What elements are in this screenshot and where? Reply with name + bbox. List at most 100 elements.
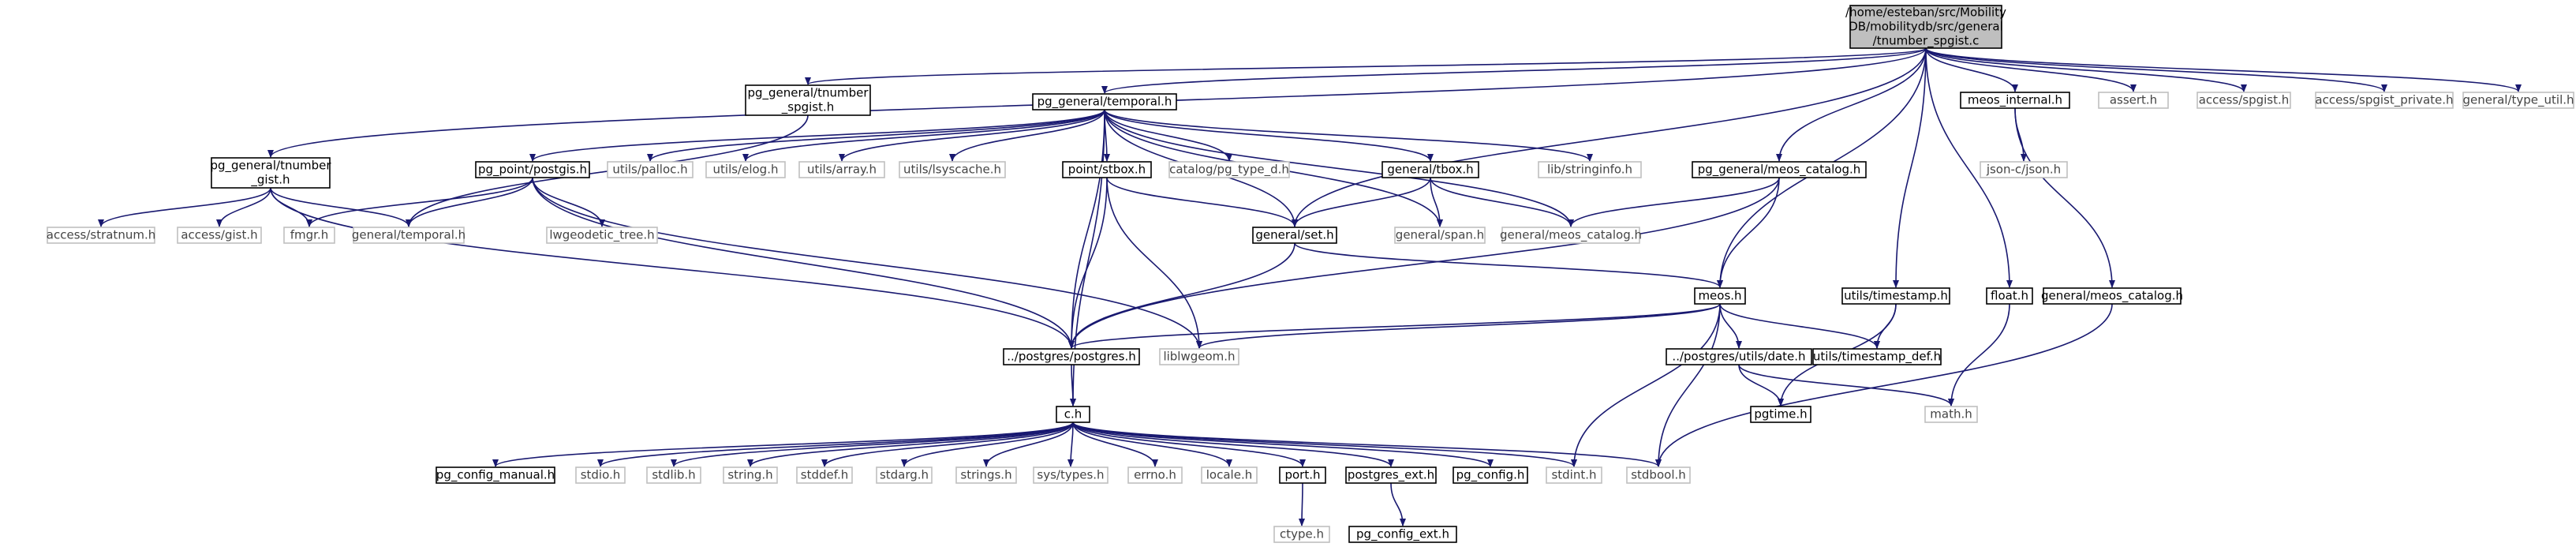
node-postgres-utils-date-h[interactable]: ../postgres/utils/date.h (1666, 348, 1812, 365)
node-label: general/temporal.h (352, 228, 465, 242)
node-c-h[interactable]: c.h (1056, 406, 1090, 423)
node-label: access/spgist.h (2199, 93, 2290, 107)
edge-root-to-pg-general-meos-catalog-h (1776, 47, 1927, 162)
node-box (1986, 287, 2033, 305)
node-label: stdlib.h (652, 468, 695, 482)
node-box (575, 466, 626, 484)
node-label: strings.h (960, 468, 1011, 482)
node-meos-h[interactable]: meos.h (1694, 287, 1746, 305)
node-box (436, 466, 555, 484)
node-box (1345, 466, 1437, 484)
node-catalog-pg-type-d-h: catalog/pg_type_d.h (1168, 161, 1290, 178)
node-box (899, 161, 1006, 178)
node-access-stratnum-h: access/stratnum.h (47, 227, 155, 244)
node-pg-config-manual-h[interactable]: pg_config_manual.h (436, 466, 555, 484)
node-label: ../postgres/postgres.h (1007, 350, 1136, 364)
node-label: access/spgist_private.h (2315, 93, 2453, 108)
node-meos-internal-h[interactable]: meos_internal.h (1960, 92, 2070, 109)
node-ctype-h: ctype.h (1273, 526, 1330, 543)
node-label: access/gist.h (181, 228, 257, 242)
node-box (1666, 348, 1812, 365)
node-pg-config-h[interactable]: pg_config.h (1453, 466, 1528, 484)
edge-general-tbox-h-to-general-meos-catalog-h-a (1430, 177, 1574, 227)
edge-c-h-to-locale-h (1072, 421, 1232, 467)
node-label: stdbool.h (1631, 468, 1686, 482)
node-pgtime-h[interactable]: pgtime.h (1750, 406, 1811, 423)
node-label: _gist.h (250, 173, 290, 188)
node-box (1394, 227, 1486, 244)
node-label: /tnumber_spgist.c (1873, 34, 1980, 49)
node-box (353, 227, 465, 244)
node-label: liblwgeom.h (1163, 350, 1235, 364)
edge-postgres-ext-h-to-pg-config-ext-h (1390, 482, 1406, 526)
node-label: point/stbox.h (1068, 163, 1146, 177)
node-label: pg_general/temporal.h (1038, 95, 1172, 110)
node-pg-general-temporal-h[interactable]: pg_general/temporal.h (1032, 93, 1177, 111)
node-label: lib/stringinfo.h (1547, 163, 1632, 177)
edge-point-stbox-h-to-liblwgeom-h (1106, 177, 1202, 349)
edge-pg-point-postgis-h-to-liblwgeom-h (532, 177, 1202, 349)
node-box (475, 161, 590, 178)
node-label: float.h (1991, 289, 2028, 303)
node-label: ../postgres/utils/date.h (1672, 350, 1805, 364)
edge-c-h-to-stdio-h (597, 421, 1074, 467)
edge-general-tbox-h-to-general-set-h (1292, 177, 1431, 227)
node-box (47, 227, 155, 244)
node-box (1538, 161, 1642, 178)
node-box (1127, 466, 1183, 484)
node-general-set-h[interactable]: general/set.h (1252, 227, 1337, 244)
node-stdarg-h: stdarg.h (876, 466, 933, 484)
edge-c-h-to-pg-config-manual-h (492, 421, 1074, 467)
node-utils-timestamp-def-h[interactable]: utils/timestamp_def.h (1812, 348, 1942, 365)
node-box (646, 466, 701, 484)
node-port-h[interactable]: port.h (1279, 466, 1326, 484)
node-postgres-postgres-h[interactable]: ../postgres/postgres.h (1003, 348, 1140, 365)
node-box (745, 84, 871, 116)
node-stdlib-h: stdlib.h (646, 466, 701, 484)
edge-c-h-to-errno-h (1072, 421, 1158, 467)
node-utils-array-h: utils/array.h (798, 161, 885, 178)
node-box (1168, 161, 1290, 178)
edge-pg-general-temporal-h-to-lib-stringinfo-h (1104, 109, 1593, 162)
node-point-stbox-h[interactable]: point/stbox.h (1062, 161, 1152, 178)
node-float-h[interactable]: float.h (1986, 287, 2033, 305)
edge-pg-general-temporal-h-to-general-meos-catalog-h-a (1104, 109, 1574, 227)
node-pg-general-meos-catalog-h[interactable]: pg_general/meos_catalog.h (1692, 161, 1867, 178)
edge-pg-point-postgis-h-to-fmgr-h (306, 177, 533, 227)
node-box (955, 466, 1017, 484)
edge-c-h-to-postgres-ext-h (1072, 421, 1394, 467)
edge-c-h-to-stddef-h (821, 421, 1074, 467)
edge-meos-h-to-postgres-utils-date-h (1719, 303, 1742, 349)
node-utils-palloc-h: utils/palloc.h (607, 161, 694, 178)
node-pg-general-tnumber-gist-h[interactable]: pg_general/tnumber_gist.h (210, 157, 331, 189)
edge-root-to-general-type-util-h (1925, 47, 2522, 92)
node-box (283, 227, 335, 244)
edge-c-h-to-stdbool-h (1072, 421, 1662, 467)
edge-layer (98, 47, 2522, 526)
edge-c-h-to-stdint-h (1072, 421, 1577, 467)
node-label: pg_general/tnumber (210, 159, 331, 174)
node-postgres-ext-h[interactable]: postgres_ext.h (1345, 466, 1437, 484)
node-pg-config-ext-h[interactable]: pg_config_ext.h (1348, 526, 1457, 543)
node-box (1626, 466, 1691, 484)
node-layer: /home/esteban/src/MobilityDB/mobilitydb/… (47, 5, 2574, 543)
node-general-meos-catalog-h-b[interactable]: general/meos_catalog.h (2041, 287, 2183, 305)
edge-c-h-to-strings-h (983, 421, 1074, 467)
node-lwgeodetic-tree-h: lwgeodetic_tree.h (546, 227, 658, 244)
node-utils-timestamp-h[interactable]: utils/timestamp.h (1841, 287, 1950, 305)
edge-pg-general-temporal-h-to-utils-palloc-h (647, 109, 1105, 162)
node-label: errno.h (1134, 468, 1176, 482)
node-label: general/type_util.h (2462, 93, 2574, 108)
edge-pg-point-postgis-h-to-postgres-postgres-h (532, 177, 1075, 349)
node-box (1056, 406, 1090, 423)
node-pg-point-postgis-h[interactable]: pg_point/postgis.h (475, 161, 590, 178)
edge-general-set-h-to-meos-h (1294, 242, 1723, 288)
node-label: c.h (1064, 407, 1082, 421)
node-json-c-json-h: json-c/json.h (1980, 161, 2068, 178)
node-box (1841, 287, 1950, 305)
edge-pg-general-temporal-h-to-pg-point-postgis-h (529, 109, 1105, 162)
node-general-tbox-h[interactable]: general/tbox.h (1381, 161, 1479, 178)
node-pg-general-tnumber-spgist-h[interactable]: pg_general/tnumber_spgist.h (745, 84, 871, 116)
node-root[interactable]: /home/esteban/src/MobilityDB/mobilitydb/… (1845, 5, 2006, 49)
node-access-spgist-private-h: access/spgist_private.h (2315, 92, 2454, 109)
